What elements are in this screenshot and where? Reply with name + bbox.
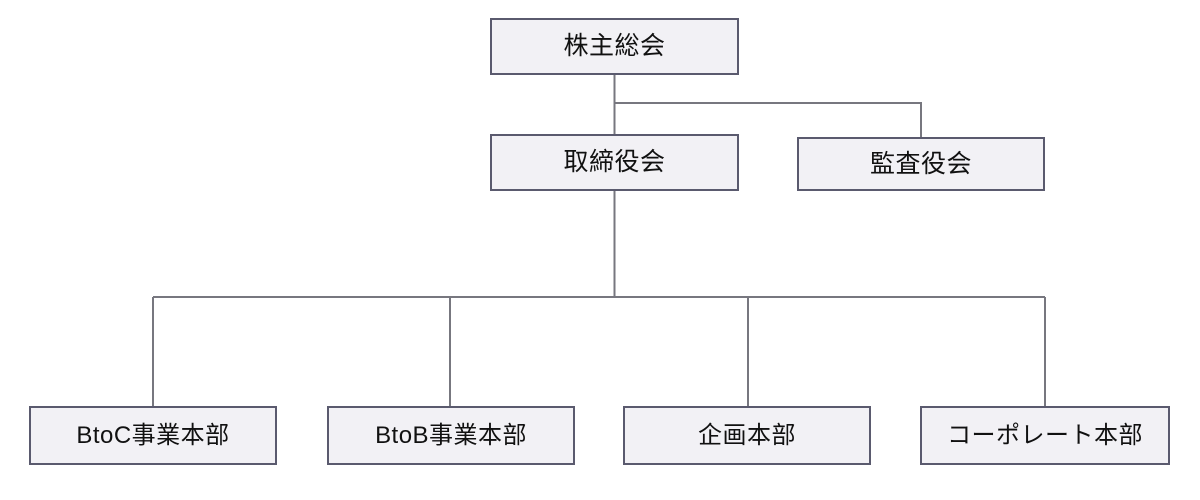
org-node-shareholders-meeting[interactable]: 株主総会 xyxy=(490,18,739,75)
org-node-planning-division[interactable]: 企画本部 xyxy=(623,406,871,465)
org-node-btob-division[interactable]: BtoB事業本部 xyxy=(327,406,575,465)
org-node-label: 企画本部 xyxy=(698,421,796,449)
org-node-label: 株主総会 xyxy=(563,32,666,60)
org-node-board-of-directors[interactable]: 取締役会 xyxy=(490,134,739,191)
org-node-label: BtoC事業本部 xyxy=(76,421,230,449)
org-node-btoc-division[interactable]: BtoC事業本部 xyxy=(29,406,277,465)
org-node-board-of-auditors[interactable]: 監査役会 xyxy=(797,137,1045,191)
org-node-label: 取締役会 xyxy=(563,148,666,176)
edge-shareholders-to-auditors xyxy=(614,101,923,137)
org-node-label: 監査役会 xyxy=(869,149,972,178)
org-node-corporate-division[interactable]: コーポレート本部 xyxy=(920,406,1170,465)
org-node-label: BtoB事業本部 xyxy=(375,421,527,449)
org-node-label: コーポレート本部 xyxy=(947,421,1143,449)
